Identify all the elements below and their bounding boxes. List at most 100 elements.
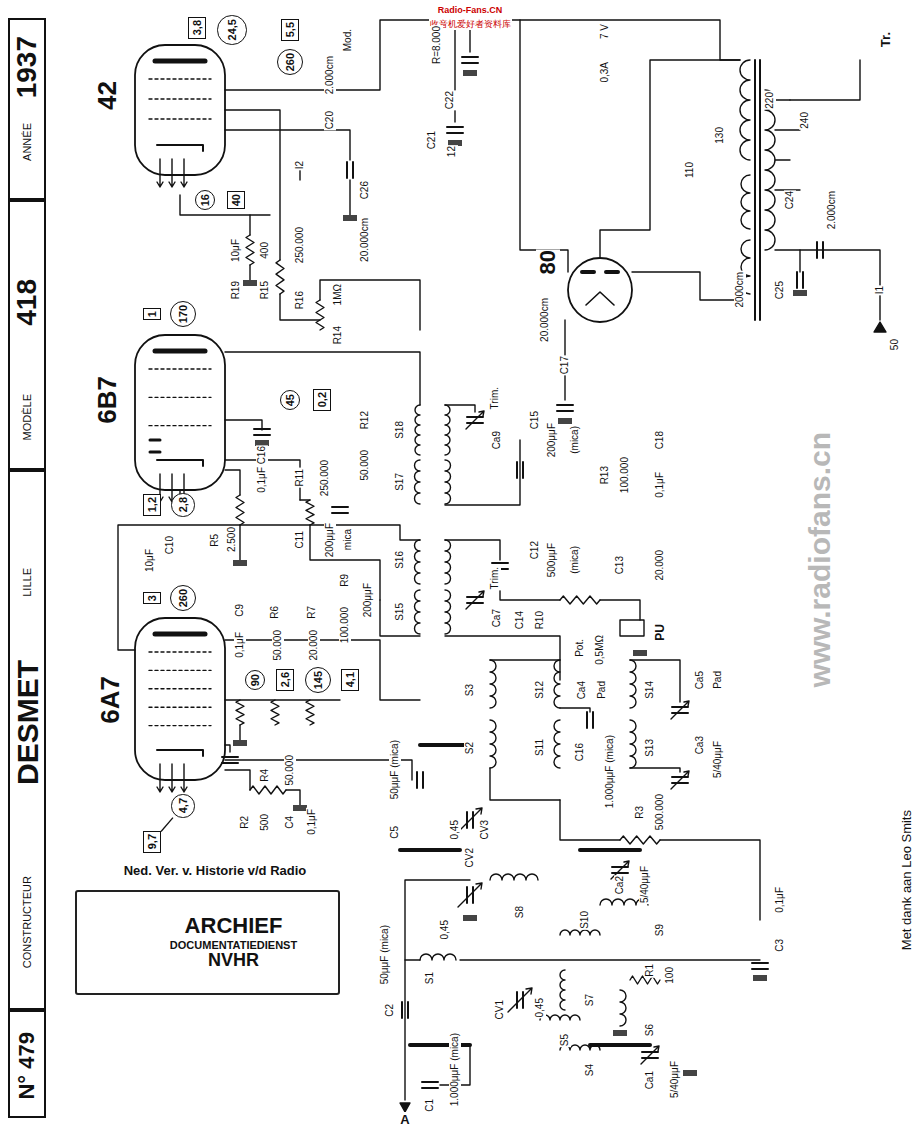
tube-plate xyxy=(155,59,205,64)
callout-number: 2,8 xyxy=(177,497,189,512)
voltage-circle: 145 xyxy=(305,667,331,693)
trimmer-arrow xyxy=(466,411,484,429)
resistor-symbol xyxy=(276,260,284,294)
component-label: I2 xyxy=(294,160,306,170)
coil-winding xyxy=(490,874,538,880)
wire xyxy=(600,600,640,620)
wire xyxy=(660,840,760,920)
wire xyxy=(239,725,240,740)
title-text: CONSTRUCTEUR xyxy=(21,876,33,968)
component-label: 0,45 xyxy=(449,819,461,840)
component-label: 0,1μF xyxy=(774,886,786,914)
coil-winding xyxy=(560,970,565,1010)
component-label: 50.000 xyxy=(272,629,284,662)
component-label: Ca7 xyxy=(491,608,503,628)
ground-symbol xyxy=(683,1070,697,1076)
coil-winding xyxy=(554,720,560,768)
capacitor-symbol xyxy=(462,57,478,63)
component-label: C13 xyxy=(614,555,626,575)
antenna-terminal xyxy=(400,1103,410,1112)
component-label: 400 xyxy=(259,241,271,260)
rectifier-plate xyxy=(582,270,618,274)
capacitor-symbol xyxy=(817,242,823,258)
title-text: DOCUMENTATIEDIENST xyxy=(170,939,297,951)
component-label: 2000cm xyxy=(734,271,746,309)
component-label: S12 xyxy=(534,680,546,700)
component-label: C2 xyxy=(384,1003,396,1018)
component-label: R6 xyxy=(269,605,281,620)
wire xyxy=(118,525,420,650)
component-label: 1.000μμF (mica) xyxy=(604,734,616,809)
component-label: R9 xyxy=(339,573,351,588)
component-label: C15 xyxy=(529,410,541,430)
component-label: Mod. xyxy=(342,28,354,52)
capacitor-symbol xyxy=(517,462,523,478)
component-label: 1MΩ xyxy=(332,283,344,306)
current-box: 4,1 xyxy=(341,669,359,690)
resistor-symbol xyxy=(236,495,244,525)
component-label: C18 xyxy=(654,430,666,450)
resistor-symbol xyxy=(316,300,324,330)
component-label: S7 xyxy=(584,993,596,1007)
component-label: Trim. xyxy=(489,566,501,590)
coil-winding xyxy=(415,590,420,634)
component-label: S6 xyxy=(644,1023,656,1037)
component-label: R13 xyxy=(599,465,611,485)
switch-bar xyxy=(410,1043,470,1047)
mains-tap xyxy=(775,100,800,190)
wire xyxy=(445,440,520,505)
wire xyxy=(225,699,340,700)
component-label: C21 xyxy=(426,130,438,150)
component-label: A xyxy=(399,1112,410,1127)
voltage-circle: 24,5 xyxy=(217,15,246,44)
ground-symbol xyxy=(233,560,247,566)
transformer-core xyxy=(755,60,760,320)
wire xyxy=(790,60,860,100)
tube-grid xyxy=(149,397,211,398)
capacitor-symbol xyxy=(422,1082,438,1088)
wire xyxy=(225,745,230,752)
component-label: 20.000 xyxy=(308,629,320,662)
component-label: S11 xyxy=(534,738,546,757)
component-label: 500.000 xyxy=(654,793,666,831)
current-box: 2,6 xyxy=(276,669,294,690)
component-label: 5/40μμF xyxy=(639,865,651,904)
component-label: 130 xyxy=(714,126,726,145)
title-cell: MODÈLE418 xyxy=(8,200,46,470)
ground-symbol xyxy=(613,1030,627,1036)
wire xyxy=(300,499,310,500)
current-box: 40 xyxy=(227,191,245,209)
component-label: Trim. xyxy=(489,386,501,410)
tube-grid xyxy=(149,670,211,671)
component-label: 100 xyxy=(664,966,676,985)
wire xyxy=(775,250,880,320)
tube-envelope xyxy=(135,45,225,175)
wire xyxy=(225,470,240,495)
wire xyxy=(490,659,560,660)
coil-winding xyxy=(620,990,626,1026)
component-label: 0,1μF xyxy=(234,631,246,659)
component-label: C16 xyxy=(256,445,268,465)
component-label: 10μF xyxy=(230,238,242,263)
component-label: C16 xyxy=(574,742,586,762)
capacitor-symbol xyxy=(417,772,423,788)
component-label: Pot. xyxy=(574,638,586,658)
wire xyxy=(445,636,560,680)
component-label: Met dank aan Leo Smits xyxy=(899,809,914,951)
component-label: 500 xyxy=(259,813,271,832)
heater-lead xyxy=(181,764,187,792)
coil-winding xyxy=(560,930,600,935)
resistor-symbol xyxy=(246,235,254,265)
wire xyxy=(239,525,240,560)
title-text: DESMET xyxy=(11,660,44,785)
title-text: ARCHIEF xyxy=(185,914,283,938)
coil-winding xyxy=(540,1015,580,1020)
resistor-symbol xyxy=(250,786,286,794)
wire xyxy=(600,60,740,258)
component-label: R1 xyxy=(644,963,656,978)
component-label: R12 xyxy=(359,410,371,430)
component-label: 200μμF xyxy=(324,522,336,558)
tube-grid xyxy=(149,98,211,99)
component-label: 250.000 xyxy=(294,226,306,264)
title-text: ANNÉE xyxy=(21,123,33,161)
